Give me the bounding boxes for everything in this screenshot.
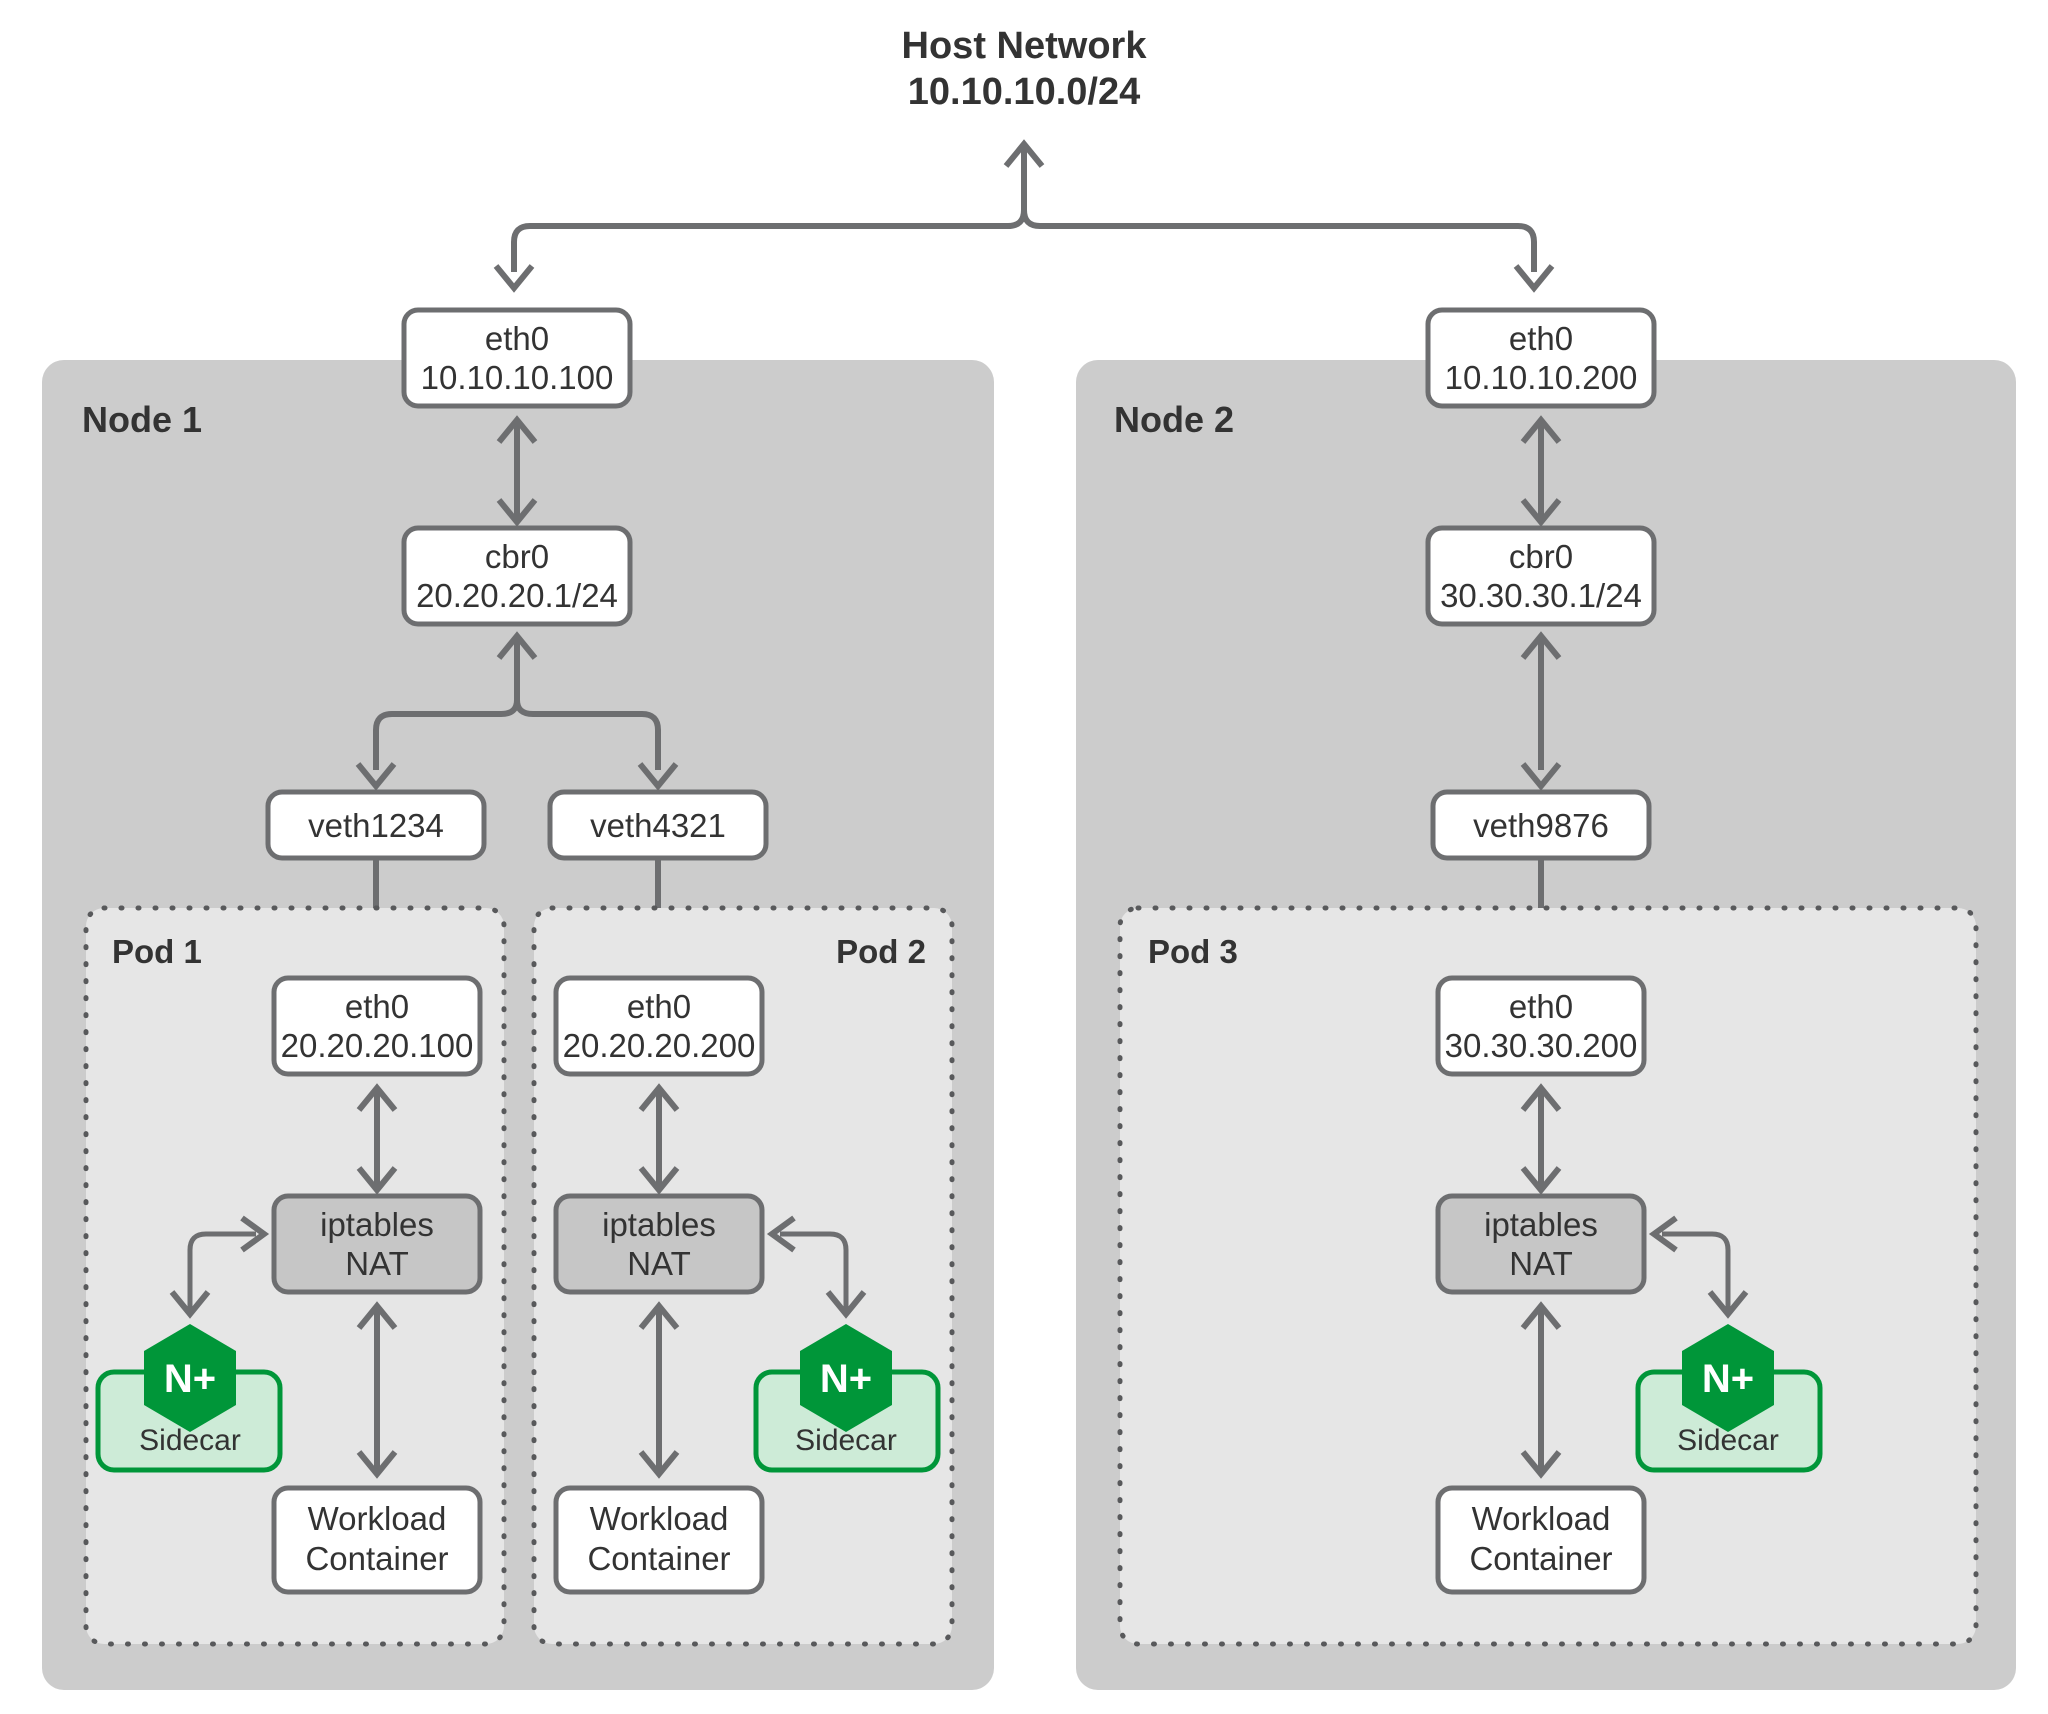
pod-3-label: Pod 3 <box>1148 933 1238 970</box>
connector-node2-eth0-cbr0 <box>1520 415 1562 527</box>
connector-pod1-nat-sidecar <box>169 1215 270 1319</box>
nginx-plus-logo-text: N+ <box>1702 1357 1754 1401</box>
pod-2-label: Pod 2 <box>836 933 926 970</box>
node-1-eth0-name: eth0 <box>485 320 549 357</box>
nginx-plus-hex-icon <box>144 1324 236 1432</box>
node-2-eth0-ip: 10.10.10.200 <box>1445 359 1638 396</box>
node-2-eth0-name: eth0 <box>1509 320 1573 357</box>
pod-3-sidecar-label: Sidecar <box>1677 1424 1779 1457</box>
pod-1-workload-line1: Workload <box>308 1500 447 1537</box>
pod-2-iptables-nat-box[interactable]: iptables NAT <box>553 1193 765 1295</box>
nginx-plus-hex-icon <box>800 1324 892 1432</box>
nginx-plus-logo-text: N+ <box>164 1357 216 1401</box>
node-1-cbr0-box[interactable]: cbr0 20.20.20.1/24 <box>401 525 633 627</box>
node-1-cbr0-name: cbr0 <box>485 538 549 575</box>
pod-2-workload-container-box[interactable]: Workload Container <box>553 1485 765 1595</box>
pod-3-workload-line1: Workload <box>1472 1500 1611 1537</box>
connector-host-to-nodes <box>493 139 1555 293</box>
connector-pod2-nat-sidecar <box>766 1215 867 1319</box>
pod-1-eth0-box[interactable]: eth0 20.20.20.100 <box>271 975 483 1077</box>
node-2-veth9876-box[interactable]: veth9876 <box>1430 789 1652 861</box>
pod-1-sidecar[interactable]: N+ Sidecar <box>95 1324 283 1473</box>
node-1-eth0-ip: 10.10.10.100 <box>421 359 614 396</box>
pod-2-workload-line1: Workload <box>590 1500 729 1537</box>
pod-3-sidecar[interactable]: N+ Sidecar <box>1635 1324 1823 1473</box>
connector-node2-cbr0-veth <box>1520 631 1562 791</box>
connector-node1-cbr0-veths <box>355 631 679 791</box>
node-1-eth0-box[interactable]: eth0 10.10.10.100 <box>401 307 633 409</box>
connector-node1-eth0-cbr0 <box>496 415 538 527</box>
pod-2-nat-line2: NAT <box>627 1245 691 1282</box>
pod-1-sidecar-label: Sidecar <box>139 1424 241 1457</box>
node-2-cbr0-box[interactable]: cbr0 30.30.30.1/24 <box>1425 525 1657 627</box>
pod-1-eth0-ip: 20.20.20.100 <box>281 1027 474 1064</box>
connector-pod2-eth0-nat <box>638 1083 680 1195</box>
pod-2-sidecar[interactable]: N+ Sidecar <box>753 1324 941 1473</box>
pod-1-nat-line1: iptables <box>320 1206 434 1243</box>
node-1-veth1234-box[interactable]: veth1234 <box>265 789 487 861</box>
pod-3-iptables-nat-box[interactable]: iptables NAT <box>1435 1193 1647 1295</box>
pod-3-nat-line2: NAT <box>1509 1245 1573 1282</box>
node-2-eth0-box[interactable]: eth0 10.10.10.200 <box>1425 307 1657 409</box>
nginx-plus-hex-icon <box>1682 1324 1774 1432</box>
nginx-plus-logo-text: N+ <box>820 1357 872 1401</box>
pod-1-label: Pod 1 <box>112 933 202 970</box>
node-1-veth4321-label: veth4321 <box>590 807 726 844</box>
pod-2-nat-line1: iptables <box>602 1206 716 1243</box>
pod-3-eth0-name: eth0 <box>1509 988 1573 1025</box>
node-1-label: Node 1 <box>82 399 202 440</box>
connector-pod1-eth0-nat <box>356 1083 398 1195</box>
pod-2-eth0-box[interactable]: eth0 20.20.20.200 <box>553 975 765 1077</box>
host-network-title-line1: Host Network <box>902 25 1148 67</box>
node-1-veth1234-label: veth1234 <box>308 807 444 844</box>
node-1-cbr0-subnet: 20.20.20.1/24 <box>416 577 618 614</box>
pod-3-eth0-ip: 30.30.30.200 <box>1445 1027 1638 1064</box>
pod-1-iptables-nat-box[interactable]: iptables NAT <box>271 1193 483 1295</box>
pod-3-workload-line2: Container <box>1469 1540 1612 1577</box>
pod-2-workload-line2: Container <box>587 1540 730 1577</box>
pod-1-workload-line2: Container <box>305 1540 448 1577</box>
pod-2-eth0-ip: 20.20.20.200 <box>563 1027 756 1064</box>
pod-1-workload-container-box[interactable]: Workload Container <box>271 1485 483 1595</box>
host-network-title-line2: 10.10.10.0/24 <box>908 71 1140 113</box>
connector-pod3-eth0-nat <box>1520 1083 1562 1195</box>
node-2-veth9876-label: veth9876 <box>1473 807 1609 844</box>
pod-3-nat-line1: iptables <box>1484 1206 1598 1243</box>
pod-3-workload-container-box[interactable]: Workload Container <box>1435 1485 1647 1595</box>
connector-pod3-nat-workload <box>1520 1301 1562 1479</box>
pod-2-eth0-name: eth0 <box>627 988 691 1025</box>
node-2-cbr0-subnet: 30.30.30.1/24 <box>1440 577 1642 614</box>
connector-pod2-nat-workload <box>638 1301 680 1479</box>
connector-pod3-nat-sidecar <box>1648 1215 1749 1319</box>
pod-3-eth0-box[interactable]: eth0 30.30.30.200 <box>1435 975 1647 1077</box>
pod-1-eth0-name: eth0 <box>345 988 409 1025</box>
node-1-veth4321-box[interactable]: veth4321 <box>547 789 769 861</box>
node-2-label: Node 2 <box>1114 399 1234 440</box>
pod-2-sidecar-label: Sidecar <box>795 1424 897 1457</box>
node-2-cbr0-name: cbr0 <box>1509 538 1573 575</box>
connector-pod1-nat-workload <box>356 1301 398 1479</box>
pod-1-nat-line2: NAT <box>345 1245 409 1282</box>
